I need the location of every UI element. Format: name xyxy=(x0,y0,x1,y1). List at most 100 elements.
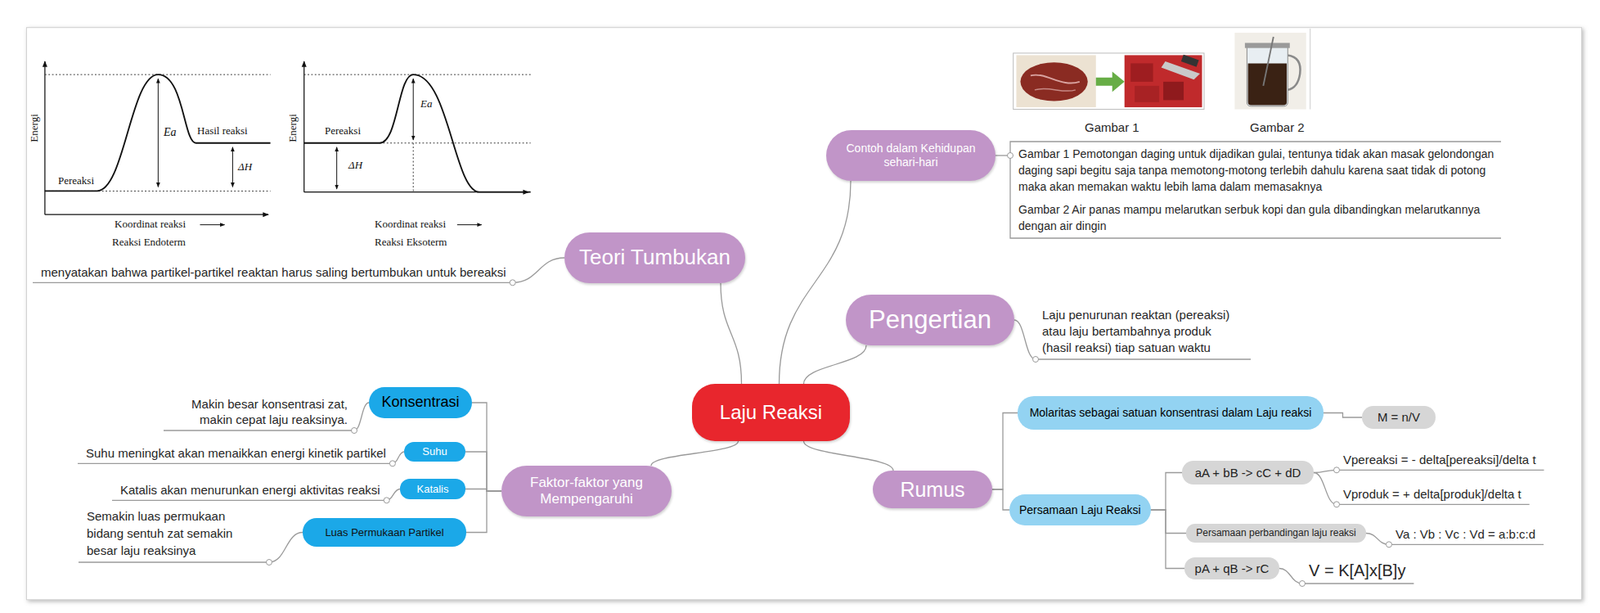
glass-jar xyxy=(1246,46,1288,106)
formula-text: V = K[A]x[B]y xyxy=(1308,561,1406,580)
connector xyxy=(465,451,502,491)
node-text: Contoh dalam Kehidupan sehari-hari xyxy=(839,141,983,170)
node-text: aA + bB -> cC + dD xyxy=(1195,465,1302,481)
connector xyxy=(1150,509,1187,534)
axis-label: Koordinat reaksi xyxy=(114,218,186,231)
meat-piece xyxy=(1020,62,1088,101)
formula-box: Persamaan perbandingan laju reaksi xyxy=(1186,523,1367,543)
photo-edge xyxy=(1309,28,1311,110)
leader-line xyxy=(1313,469,1337,472)
axis-label: Koordinat reaksi xyxy=(374,218,446,231)
branch-dot xyxy=(1386,541,1393,548)
branch-dot xyxy=(389,460,396,467)
formula-text: Va : Vb : Vc : Vd = a:b:c:d xyxy=(1395,526,1536,541)
leader-line xyxy=(32,282,513,284)
connector xyxy=(651,440,739,466)
leader-line xyxy=(354,402,369,431)
axis-label: Energi xyxy=(28,113,41,142)
main-topic: Pengertian xyxy=(845,294,1015,346)
topic-note: Katalis akan menurunkan energi aktivitas… xyxy=(120,482,381,497)
meat-cube xyxy=(1134,85,1160,103)
node-text: Molaritas sebagai satuan konsentrasi dal… xyxy=(1029,405,1313,420)
branch-dot xyxy=(1007,152,1014,159)
meat-fat xyxy=(1030,75,1080,84)
branch-dot xyxy=(266,559,273,566)
leader-line xyxy=(1366,533,1389,545)
energy-symbol: Ea xyxy=(420,98,432,111)
sub-topic: Persamaan Laju Reaksi xyxy=(1009,494,1151,526)
topic-note: Gambar 2 Air panas mampu melarutkan serb… xyxy=(1018,201,1502,234)
leader-line xyxy=(1313,472,1337,505)
level-label: Pereaksi xyxy=(324,125,361,138)
topic-note: Makin besar konsentrasi zat, makin cepat… xyxy=(171,395,348,427)
leader-line xyxy=(1035,358,1251,360)
green-arrow xyxy=(1096,71,1125,92)
energy-symbol: Ea xyxy=(163,125,177,140)
jar-handle xyxy=(1287,54,1300,90)
photo-background xyxy=(1124,54,1203,108)
figure-caption: Gambar 1 xyxy=(1084,120,1140,135)
branch-dot xyxy=(509,279,516,286)
sub-topic: Luas Permukaan Partikel xyxy=(302,517,467,547)
guide-line xyxy=(379,142,531,144)
leader-line xyxy=(77,462,393,464)
activation-arrow xyxy=(157,78,159,187)
photo-background xyxy=(1015,54,1096,108)
meat-fat xyxy=(1034,88,1076,91)
main-topic: Contoh dalam Kehidupan sehari-hari xyxy=(826,130,996,181)
node-text: Pengertian xyxy=(868,304,992,335)
energy-symbol: ΔH xyxy=(348,159,363,172)
branch-dot xyxy=(1033,356,1039,363)
leader-line xyxy=(112,499,387,501)
level-label: Hasil reaksi xyxy=(197,125,248,138)
graph-caption: Reaksi Eksoterm xyxy=(374,236,447,249)
formula-box: aA + bB -> cC + dD xyxy=(1182,460,1314,485)
sub-topic: Katalis xyxy=(400,478,466,499)
connector xyxy=(992,489,1010,510)
main-topic: Teori Tumbukan xyxy=(564,232,746,284)
topic-note: menyatakan bahwa partikel-partikel reakt… xyxy=(40,265,507,279)
connector xyxy=(1323,413,1362,418)
connector xyxy=(779,180,852,384)
node-text: Persamaan perbandingan laju reaksi xyxy=(1195,526,1356,539)
leader-line xyxy=(1279,568,1303,585)
formula-text: Vpereaksi = - delta[pereaksi]/delta t xyxy=(1343,452,1537,467)
leader-line xyxy=(512,257,565,283)
topic-note: Laju penurunan reaktan (pereaksi) atau l… xyxy=(1042,306,1243,356)
node-text: Suhu xyxy=(422,444,447,459)
figure-caption: Gambar 2 xyxy=(1249,120,1305,135)
sub-topic: Molaritas sebagai satuan konsentrasi dal… xyxy=(1017,395,1324,430)
activation-arrow xyxy=(413,78,414,140)
connector xyxy=(720,283,742,384)
level-label: Pereaksi xyxy=(58,175,95,188)
energy-axis xyxy=(303,61,305,193)
connector xyxy=(1150,509,1185,569)
leader-line xyxy=(1336,503,1530,505)
axis-arrow xyxy=(457,224,482,225)
leader-line xyxy=(1014,319,1036,360)
formula-box: pA + qB -> rC xyxy=(1184,557,1280,580)
enthalpy-arrow xyxy=(232,147,234,188)
graph-caption: Reaksi Endoterm xyxy=(112,236,186,249)
knife-handle xyxy=(1181,54,1200,68)
formula-box: M = n/V xyxy=(1361,405,1436,429)
node-text: Rumus xyxy=(899,476,965,502)
enthalpy-arrow xyxy=(336,147,338,189)
leader-line xyxy=(269,532,303,563)
connector xyxy=(1150,472,1183,511)
main-topic: Faktor-faktor yang Mempengaruhi xyxy=(501,465,672,517)
node-text: M = n/V xyxy=(1377,409,1421,425)
node-text: Teori Tumbukan xyxy=(579,244,731,270)
leader-line xyxy=(1336,469,1545,471)
axis-arrow xyxy=(200,224,225,225)
leader-line xyxy=(163,429,355,431)
reaction-axis xyxy=(44,214,269,216)
frame xyxy=(26,27,1582,600)
node-text: pA + qB -> rC xyxy=(1195,561,1270,576)
node-text: Katalis xyxy=(416,482,449,496)
jar-rim xyxy=(1244,42,1290,48)
node-text: Persamaan Laju Reaksi xyxy=(1019,503,1142,517)
